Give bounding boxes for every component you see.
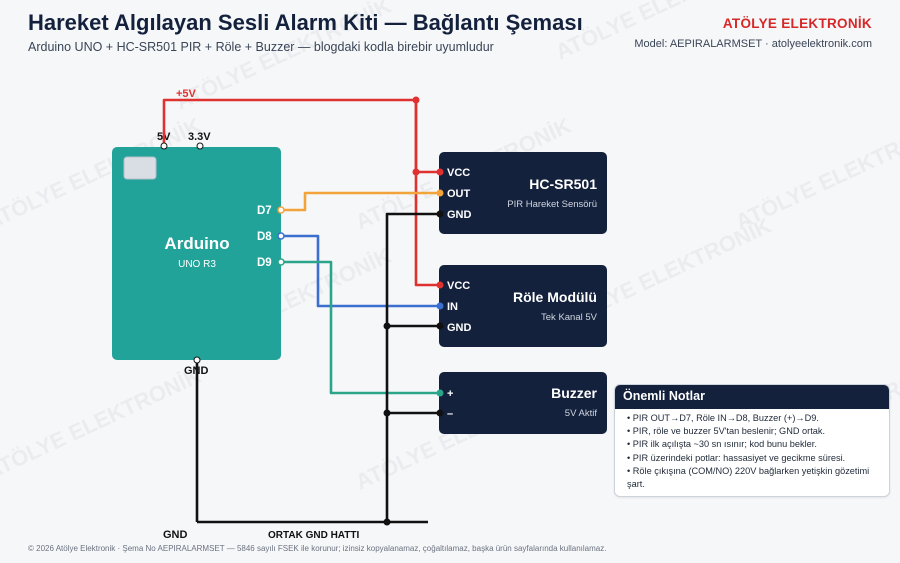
- pir-subtitle: PIR Hareket Sensörü: [507, 199, 597, 210]
- note-item: PIR OUT→D7, Röle IN→D8, Buzzer (+)→D9.: [627, 412, 881, 425]
- pin-label-3v3: 3.3V: [188, 131, 211, 143]
- buzzer-pin-plus: +: [447, 388, 453, 400]
- arduino-model: UNO R3: [178, 259, 216, 270]
- module-buzzer: + – Buzzer 5V Aktif: [436, 372, 607, 434]
- pin-label-d8: D8: [257, 231, 272, 243]
- buzzer-subtitle: 5V Aktif: [565, 408, 598, 419]
- wire-d8: [281, 234, 440, 308]
- label-gnd-left: GND: [163, 529, 188, 541]
- relay-title: Röle Modülü: [513, 289, 597, 305]
- buzzer-pin-minus: –: [447, 408, 453, 420]
- pir-title: HC-SR501: [529, 176, 597, 192]
- wire-d9: [281, 260, 440, 395]
- footer-copyright: © 2026 Atölye Elektronik · Şema No AEPIR…: [28, 544, 607, 553]
- label-gnd-rail: ORTAK GND HATTI: [268, 530, 360, 541]
- pin-label-d9: D9: [257, 257, 272, 269]
- notes-list: PIR OUT→D7, Röle IN→D8, Buzzer (+)→D9. P…: [615, 412, 889, 491]
- junction-dots: [160, 96, 420, 526]
- watermark-text: ATÖLYE ELEKTRONİK: [0, 363, 205, 485]
- pir-pin-vcc: VCC: [447, 167, 470, 179]
- notes-title: Önemli Notlar: [615, 385, 889, 409]
- pir-pin-gnd: GND: [447, 209, 472, 221]
- note-item: Röle çıkışına (COM/NO) 220V bağlarken ye…: [627, 465, 881, 491]
- page-title: Hareket Algılayan Sesli Alarm Kiti — Bağ…: [28, 10, 583, 35]
- relay-pin-in: IN: [447, 301, 458, 313]
- pin-label-d7: D7: [257, 205, 272, 217]
- note-item: PIR ilk açılışta ~30 sn ısınır; kod bunu…: [627, 438, 881, 451]
- buzzer-title: Buzzer: [551, 385, 597, 401]
- module-pir: VCC OUT GND HC-SR501 PIR Hareket Sensörü: [436, 152, 607, 234]
- note-item: PIR, röle ve buzzer 5V'tan beslenir; GND…: [627, 425, 881, 438]
- watermark-text: ATÖLYE ELEKTRONİK: [172, 0, 395, 115]
- pir-pin-out: OUT: [447, 188, 471, 200]
- relay-pin-vcc: VCC: [447, 280, 470, 292]
- page-subtitle: Arduino UNO + HC-SR501 PIR + Röle + Buzz…: [28, 40, 494, 54]
- wire-d7: [281, 191, 440, 212]
- relay-subtitle: Tek Kanal 5V: [541, 312, 598, 323]
- model-info: Model: AEPIRALARMSET · atolyeelektronik.…: [634, 38, 872, 50]
- module-relay: VCC IN GND Röle Modülü Tek Kanal 5V: [436, 265, 607, 347]
- arduino-board: Arduino UNO R3 D7 D8 D9: [112, 147, 281, 360]
- arduino-name: Arduino: [164, 234, 229, 253]
- watermark-text: ATÖLYE ELEKTRONİK: [552, 0, 775, 65]
- notes-panel: Önemli Notlar PIR OUT→D7, Röle IN→D8, Bu…: [614, 384, 890, 497]
- brand-logo-text: ATÖLYE ELEKTRONİK: [722, 16, 872, 31]
- label-5v-rail: +5V: [176, 88, 197, 100]
- wire-5v-branch: [414, 100, 440, 287]
- relay-pin-gnd: GND: [447, 322, 472, 334]
- wire-gnd-vertical: [385, 212, 440, 522]
- note-item: PIR üzerindeki potlar: hassasiyet ve gec…: [627, 452, 881, 465]
